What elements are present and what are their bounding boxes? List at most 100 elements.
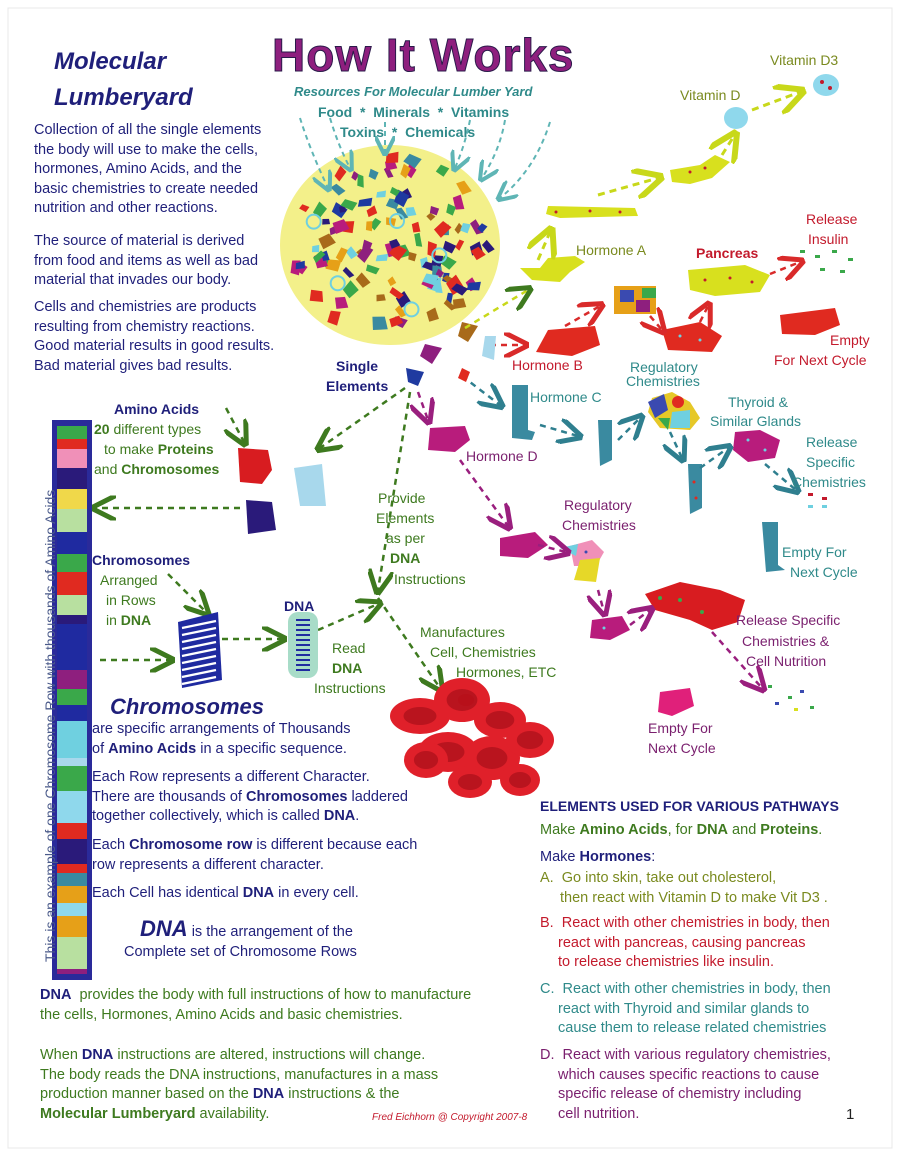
chromosome-row-line	[181, 647, 217, 658]
lumber-piece	[442, 240, 457, 254]
lumber-piece	[376, 294, 386, 302]
lumber-piece	[452, 298, 467, 309]
lumber-piece	[386, 217, 397, 227]
page-number: 1	[846, 1106, 855, 1123]
pathway-a-line: A. Go into skin, take out cholesterol,	[540, 870, 777, 886]
lumberyard-p3-line: Cells and chemistries are products	[34, 299, 257, 315]
chrom-span: .	[355, 808, 360, 825]
lumberyard-paragraph-2: The source of material is derived from f…	[34, 232, 258, 291]
lumberyard-title-1: Molecular	[54, 48, 167, 75]
chromosome-row-line	[181, 654, 217, 665]
bottom-span: instructions & the	[284, 1086, 400, 1103]
bottom-paragraph-1: DNA provides the body with full instruct…	[40, 986, 471, 1025]
label-provide-4: DNA	[390, 550, 421, 566]
lumber-piece	[426, 307, 439, 322]
label-vitamin-d: Vitamin D	[680, 87, 741, 103]
chrom-line: of Amino Acids in a specific sequence.	[92, 740, 417, 760]
lumber-piece	[342, 280, 359, 299]
dna-def-text: is the arrangement of the	[187, 924, 353, 940]
blood-cell-small	[458, 694, 474, 706]
lumber-piece	[342, 266, 355, 278]
lumberyard-p1-line: hormones, Amino Acids, and the	[34, 161, 242, 178]
chromosome-strip-segment	[57, 572, 87, 595]
pw-bold: Hormones	[579, 849, 652, 865]
label-regulatory2-2: Chemistries	[562, 517, 636, 533]
spacer	[92, 759, 417, 768]
dna-definition-line-1: DNA is the arrangement of the	[140, 916, 353, 942]
pw-span: and	[728, 822, 761, 838]
label-empty-2-2: Next Cycle	[790, 564, 858, 580]
chromosome-row-line	[181, 626, 217, 637]
lumber-piece	[355, 272, 371, 288]
amino-chromosomes: Chromosomes	[121, 461, 220, 477]
bottom-span: When	[40, 1047, 82, 1063]
lumber-swirl	[389, 213, 405, 229]
label-release-cell-2: Chemistries &	[742, 633, 830, 649]
lumber-piece	[435, 164, 450, 177]
pathway-d-line: D. React with various regulatory chemist…	[540, 1047, 831, 1063]
chromosome-strip-segment	[57, 648, 87, 670]
regulatory-cluster	[560, 540, 604, 582]
lumber-piece	[389, 186, 401, 197]
lumberyard-paragraph-1: Collection of all the single elements th…	[34, 121, 261, 219]
chromosomes-heading: Chromosomes	[110, 694, 265, 719]
chromosome-strip-segment	[57, 801, 87, 823]
lumber-piece	[405, 206, 417, 217]
lumber-piece	[387, 276, 397, 287]
lumber-piece	[456, 180, 472, 195]
lumber-piece	[403, 153, 422, 169]
label-release-specific-3: Chemistries	[792, 474, 866, 490]
chromosome-strip-segment	[57, 595, 87, 615]
amino-l3-prefix: to make	[104, 441, 158, 457]
chrom-span: in every cell.	[274, 885, 359, 902]
chromosome-strip-segment	[57, 737, 87, 758]
chrom-bold: DNA	[323, 808, 356, 825]
chrom-span: Each Cell has identical	[92, 885, 243, 902]
chrom-line: Each Row represents a different Characte…	[92, 769, 370, 786]
label-vitamin-d3: Vitamin D3	[770, 52, 839, 68]
lumber-piece	[443, 299, 457, 311]
lumber-piece	[395, 207, 409, 220]
lumber-swirl	[431, 247, 448, 264]
lumber-piece	[369, 218, 382, 231]
chromosome-strip-segment	[57, 873, 87, 886]
chromosome-strip-segment	[57, 839, 87, 864]
label-release-cell-1: Release Specific	[736, 612, 841, 628]
chrom-span: is different because each	[252, 836, 418, 853]
label-regulatory-2: Chemistries	[626, 373, 700, 389]
chrom-line: are specific arrangements of Thousands	[92, 721, 351, 737]
pw-bold: Amino Acids	[579, 822, 668, 838]
lumber-piece	[433, 220, 452, 238]
bottom-p2-line: production manner based on the DNA instr…	[40, 1085, 438, 1105]
chromosome-strip-segment	[57, 766, 87, 791]
chromosome-strip-segment	[57, 937, 87, 949]
amino-proteins: Proteins	[157, 441, 214, 457]
chrom-bold: DNA	[242, 885, 275, 902]
spacer	[92, 827, 417, 836]
lumberyard-p3-line: Good material results in good results.	[34, 338, 275, 355]
pathways-heading: ELEMENTS USED FOR VARIOUS PATHWAYS	[540, 798, 839, 814]
dna-definition-line-2: Complete set of Chromosome Rows	[124, 944, 357, 960]
amino-acid-pieces	[238, 448, 326, 534]
chrom-in: in	[106, 612, 121, 628]
pw-bold: DNA	[696, 822, 729, 838]
vertical-caption: This is an example of one Chromosome Row…	[42, 489, 58, 962]
blood-cell-center	[413, 751, 439, 769]
lumber-piece	[365, 221, 373, 232]
chromosome-strip-segment	[57, 721, 87, 737]
chrom-span: There are thousands of	[92, 788, 246, 805]
pathway-a: A. Go into skin, take out cholesterol, t…	[540, 869, 828, 908]
lumber-piece	[299, 204, 310, 213]
pathway-d-line: specific release of chemistry including	[558, 1086, 802, 1103]
lumber-piece	[466, 281, 481, 291]
pathway-b-line: to release chemistries like insulin.	[558, 954, 774, 971]
blood-cell-center	[403, 707, 437, 725]
red-blood-cells	[390, 678, 554, 798]
chromosome-strip-segment	[57, 758, 87, 766]
label-release-specific-1: Release	[806, 434, 858, 450]
lumberyard-p3-line: resulting from chemistry reactions.	[34, 318, 255, 335]
lumber-piece	[368, 168, 379, 180]
pw-span: , for	[667, 822, 697, 838]
lumber-piece	[357, 245, 374, 263]
lumber-piece	[389, 315, 404, 328]
